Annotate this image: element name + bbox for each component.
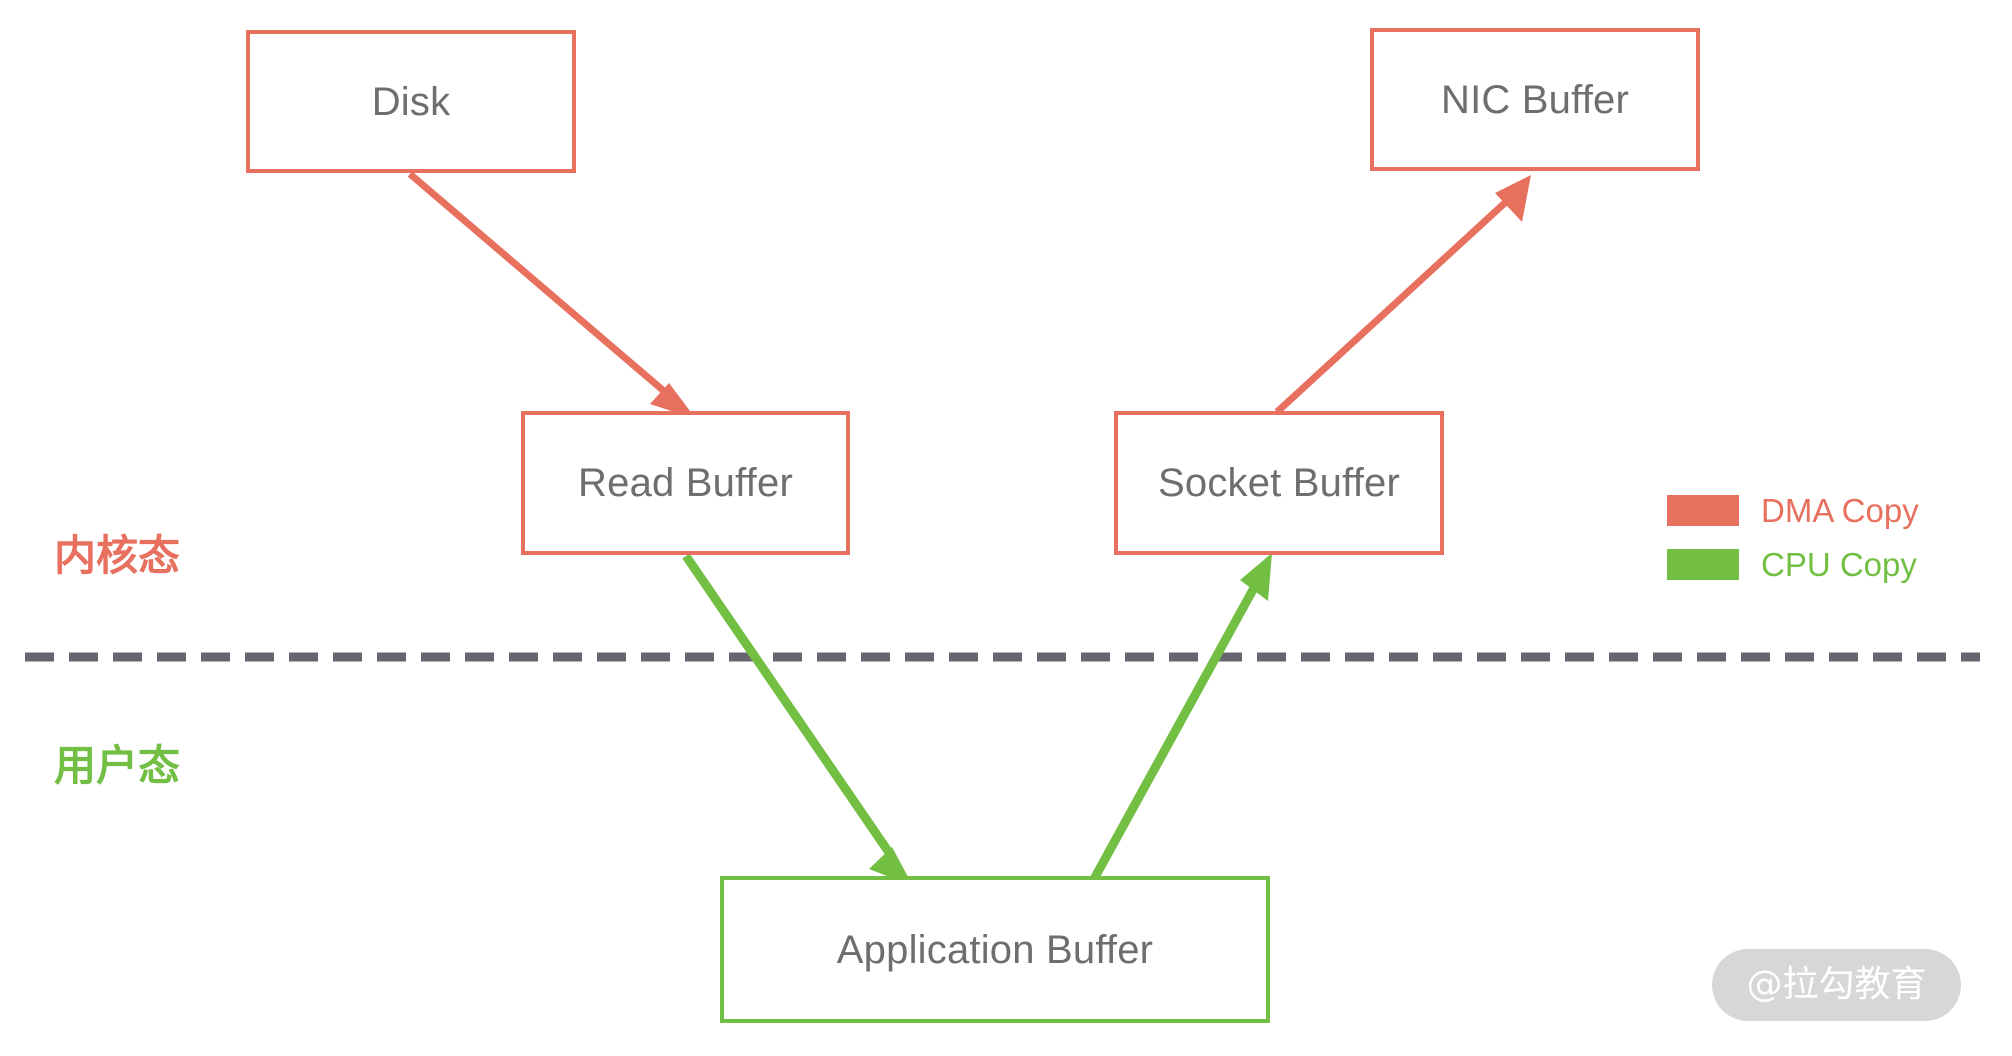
legend-swatch-dma-icon	[1667, 494, 1739, 526]
node-disk[interactable]: Disk	[246, 30, 576, 173]
node-read-buffer-label: Read Buffer	[578, 461, 793, 505]
node-nic-buffer-label: NIC Buffer	[1441, 77, 1629, 122]
kernel-space-label: 内核态	[54, 531, 181, 580]
legend-item-dma-copy: DMA Copy	[1667, 483, 1919, 537]
legend-swatch-cpu-icon	[1667, 548, 1739, 580]
edge-read-buffer-to-application-buffer	[682, 553, 913, 886]
user-space-label: 用户态	[54, 741, 181, 790]
legend-label-cpu-copy: CPU Copy	[1761, 545, 1917, 583]
node-nic-buffer[interactable]: NIC Buffer	[1370, 28, 1700, 171]
legend: DMA Copy CPU Copy	[1667, 483, 1919, 591]
node-application-buffer[interactable]: Application Buffer	[720, 876, 1270, 1023]
legend-item-cpu-copy: CPU Copy	[1667, 537, 1919, 591]
watermark-text: @拉勾教育	[1746, 964, 1927, 1005]
node-socket-buffer-label: Socket Buffer	[1158, 461, 1400, 505]
node-application-buffer-label: Application Buffer	[836, 927, 1154, 972]
node-read-buffer[interactable]: Read Buffer	[521, 411, 850, 555]
edge-disk-to-read-buffer	[407, 171, 696, 419]
edge-application-buffer-to-socket-buffer	[1090, 553, 1272, 882]
node-socket-buffer[interactable]: Socket Buffer	[1114, 411, 1444, 555]
edge-socket-buffer-to-nic-buffer	[1274, 175, 1531, 415]
node-disk-label: Disk	[371, 79, 451, 124]
watermark-badge: @拉勾教育	[1712, 949, 1961, 1021]
legend-label-dma-copy: DMA Copy	[1761, 491, 1919, 529]
